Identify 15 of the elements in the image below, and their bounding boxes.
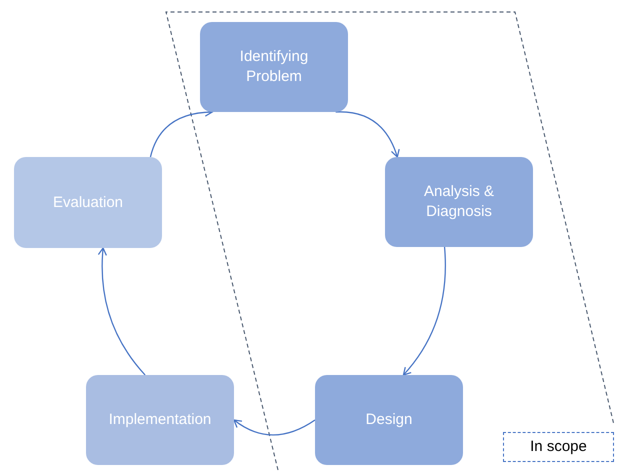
arrow	[98, 247, 146, 376]
legend-label: In scope	[530, 436, 587, 457]
arrow	[402, 246, 446, 376]
process-label: Analysis & Diagnosis	[422, 182, 496, 222]
process-box	[86, 375, 234, 465]
process-box	[14, 157, 162, 248]
process-box	[315, 375, 463, 465]
process-label: Design	[364, 410, 414, 430]
process-label: Identifying Problem	[238, 47, 310, 87]
process-box	[385, 157, 533, 247]
process-label: Evaluation	[52, 192, 124, 212]
arrow	[233, 419, 316, 436]
process-box	[200, 22, 348, 112]
process-label: Implementation	[108, 410, 212, 430]
arrow	[336, 111, 400, 158]
